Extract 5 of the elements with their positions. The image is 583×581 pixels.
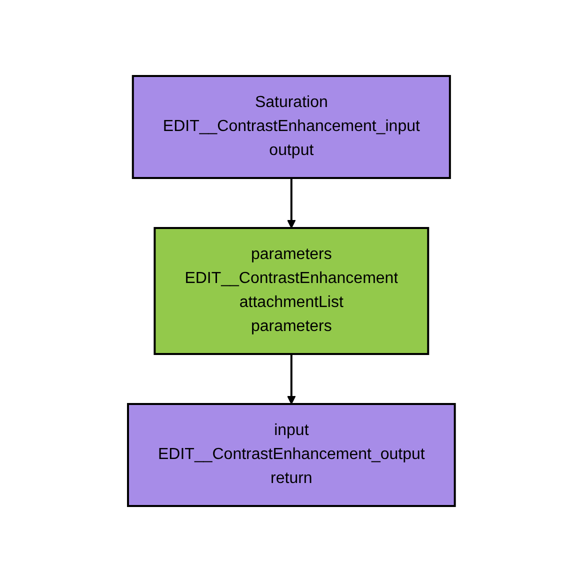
node-box: Saturation EDIT__ContrastEnhancement_input output [132,74,452,178]
arrow [287,354,296,404]
arrow [287,178,296,228]
node-box: input EDIT__ContrastEnhancement_output return [127,402,456,506]
node-box: parameters EDIT__ContrastEnhancement attachmentList parameters [154,226,430,354]
